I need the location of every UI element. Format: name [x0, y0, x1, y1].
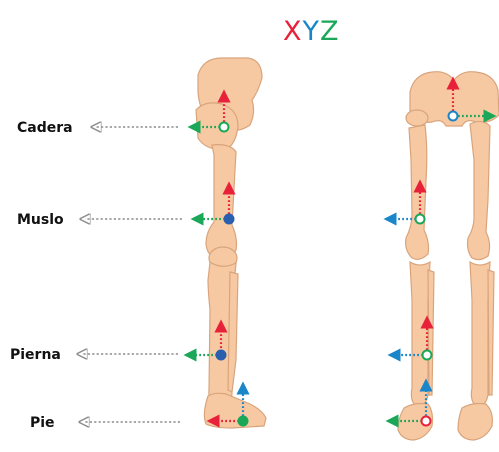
pie-front-joint-marker [422, 417, 431, 426]
femur-front-left-bone [406, 125, 429, 259]
hip-joint-left [406, 110, 428, 126]
pierna-front-joint-marker [423, 351, 432, 360]
muslo-front-joint-marker [416, 215, 425, 224]
pie-side-joint-marker [238, 416, 248, 426]
fibula-front-right-bone [488, 270, 494, 395]
femur-front-right-bone [468, 121, 491, 259]
pierna-side-joint-marker [216, 350, 226, 360]
cadera-front-joint-marker [449, 112, 458, 121]
muslo-side-joint-marker [224, 214, 234, 224]
side-view-leg [196, 58, 266, 428]
cadera-side-joint-marker [220, 123, 229, 132]
fibula-front-left-bone [428, 270, 434, 395]
femur-side-bone [206, 145, 237, 261]
pointer-arrows [82, 127, 182, 422]
foot-side-bone [204, 393, 266, 428]
tibia-front-right-bone [470, 262, 490, 406]
front-view-legs [398, 72, 499, 440]
fibula-side-bone [228, 272, 238, 392]
foot-front-right-bone [458, 404, 492, 441]
